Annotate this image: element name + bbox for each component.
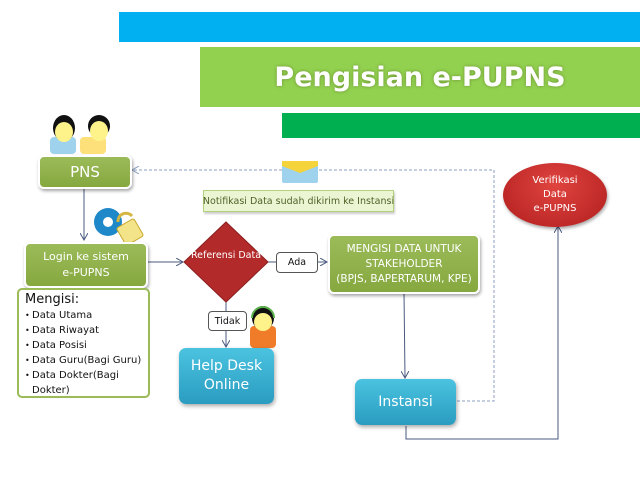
helpdesk-line2: Online xyxy=(203,377,250,393)
list-item: Data Utama xyxy=(25,308,142,323)
stakeholder-line2: STAKEHOLDER xyxy=(365,257,443,270)
referensi-label: Referensi Data xyxy=(190,250,262,261)
instansi-node: Instansi xyxy=(355,379,456,425)
helpdesk-line1: Help Desk xyxy=(190,358,263,374)
header-dark-green-bar xyxy=(282,113,640,138)
pns-node: PNS xyxy=(38,155,132,189)
mengisi-title: Mengisi: xyxy=(25,292,80,307)
verifikasi-line1: Verifikasi xyxy=(532,175,578,186)
envelope-icon xyxy=(282,161,318,183)
page-title: Pengisian e-PUPNS xyxy=(274,61,566,93)
login-line2: e-PUPNS xyxy=(62,266,110,279)
tidak-text: Tidak xyxy=(214,315,241,327)
ada-label: Ada xyxy=(276,252,318,273)
mengisi-list: Data Utama Data Riwayat Data Posisi Data… xyxy=(25,308,142,398)
list-item: Data Dokter(Bagi Dokter) xyxy=(25,368,142,398)
tidak-label: Tidak xyxy=(208,311,247,331)
notification-label: Notifikasi Data sudah dikirim ke Instans… xyxy=(203,190,394,212)
helpdesk-node: Help Desk Online xyxy=(179,348,274,404)
mengisi-list-box: Mengisi: Data Utama Data Riwayat Data Po… xyxy=(17,288,150,398)
pns-label: PNS xyxy=(70,163,100,181)
verifikasi-line3: e-PUPNS xyxy=(533,203,577,214)
referensi-diamond xyxy=(183,221,269,303)
dashed-arrow-instansi-pns xyxy=(132,170,495,402)
header-blue-bar xyxy=(119,12,640,42)
stakeholder-node: MENGISI DATA UNTUK STAKEHOLDER (BPJS, BA… xyxy=(328,234,480,294)
helpdesk-operator-icon xyxy=(250,306,276,348)
people-icon xyxy=(50,115,110,154)
instansi-label: Instansi xyxy=(378,394,433,410)
list-item: Data Riwayat xyxy=(25,323,142,338)
arrow-stakeholder-instansi xyxy=(404,291,405,378)
list-item: Data Guru(Bagi Guru) xyxy=(25,353,142,368)
login-line1: Login ke sistem xyxy=(43,250,129,263)
stakeholder-line3: (BPJS, BAPERTARUM, KPE) xyxy=(336,272,472,285)
stakeholder-line1: MENGISI DATA UNTUK xyxy=(346,242,462,255)
verifikasi-line2: Data xyxy=(543,189,567,200)
ada-text: Ada xyxy=(287,257,307,268)
arrow-instansi-verifikasi xyxy=(405,226,558,440)
list-item: Data Posisi xyxy=(25,338,142,353)
notification-text: Notifikasi Data sudah dikirim ke Instans… xyxy=(202,195,395,207)
gear-lock-icon xyxy=(94,208,144,246)
verifikasi-node: Verifikasi Data e-PUPNS xyxy=(503,163,607,227)
title-banner: Pengisian e-PUPNS xyxy=(200,47,640,107)
login-node: Login ke sistem e-PUPNS xyxy=(24,242,148,288)
